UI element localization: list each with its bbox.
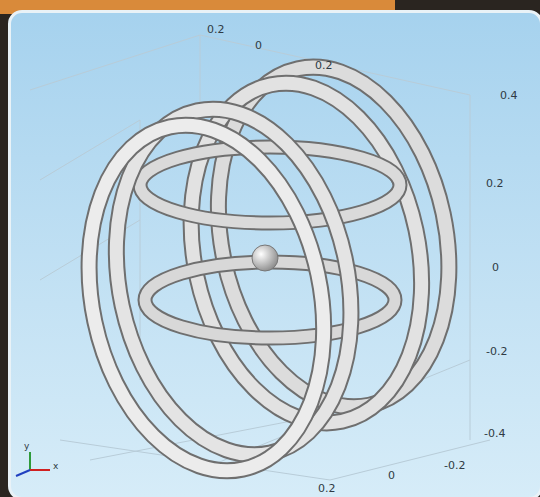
axis-tick-label: 0.2: [486, 178, 504, 189]
coil-rings: [56, 45, 481, 492]
grid-lines: [30, 35, 490, 480]
axis-name: x: [53, 462, 58, 471]
axis-tick-label: -0.2: [444, 460, 465, 471]
axis-triad: [16, 452, 50, 476]
axis-tick-label: -0.4: [484, 428, 505, 439]
axis-tick-label: 0.2: [318, 483, 336, 494]
axis-tick-label: 0.2: [207, 24, 225, 35]
axis-tick-label: -0.2: [486, 346, 507, 357]
axis-name: y: [24, 442, 29, 451]
axis-tick-label: 0: [492, 262, 499, 273]
axis-tick-label: 0: [388, 470, 395, 481]
axis-tick-label: 0: [255, 40, 262, 51]
axis-tick-label: 0.2: [315, 60, 333, 71]
axis-tick-label: 0.4: [500, 90, 518, 101]
